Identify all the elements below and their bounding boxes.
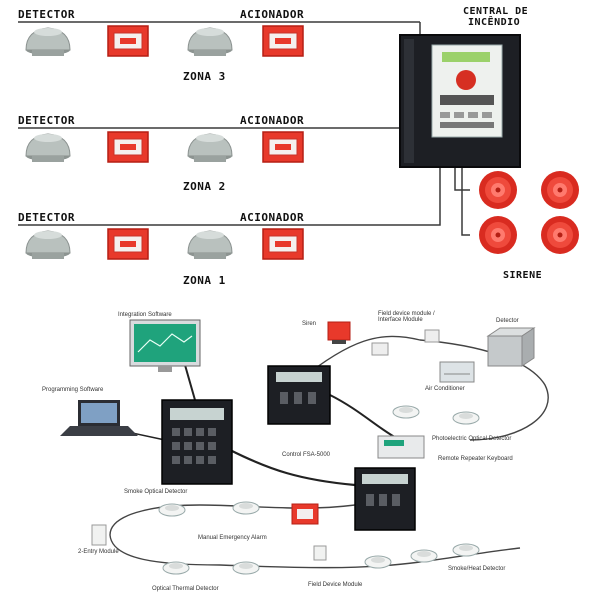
siren-1	[479, 171, 517, 209]
callpoint-zone3-a	[107, 25, 149, 57]
detector-zone1-b	[187, 230, 233, 259]
programming-software-label: Programming Software	[42, 387, 104, 393]
remote-keyboard-label: Remote Repeater Keyboard	[438, 456, 513, 462]
callpoint-zone3-b	[262, 25, 304, 57]
control-panel-left	[161, 399, 233, 485]
panel-link-cable	[229, 449, 356, 487]
central-label-line1: CENTRAL DE	[463, 6, 529, 17]
beacon-siren	[327, 321, 351, 344]
smoke-detector-2	[232, 501, 260, 515]
siren-wire-upper	[454, 168, 470, 191]
siren-wire-lower	[461, 168, 470, 236]
panel-to-keyboard-cable	[329, 394, 401, 441]
siren-2	[541, 171, 579, 209]
zone2-label: ZONA 2	[183, 180, 226, 193]
detector-right-label: Detector	[496, 318, 519, 324]
optical-detector-upper	[392, 405, 420, 419]
central-panel	[399, 34, 521, 168]
field-device-module-label: Field Device Module	[308, 582, 363, 588]
detector-label-zone2: DETECTOR	[18, 114, 75, 127]
callpoint-zone2-a	[107, 131, 149, 163]
smoke-detector-1	[158, 503, 186, 517]
thermal-detector-1	[162, 561, 190, 575]
control-panel-label: Control FSA-5000	[282, 452, 331, 458]
control-panel-right	[354, 467, 416, 531]
remote-keyboard	[377, 435, 425, 459]
thermal-detector-label: Optical Thermal Detector	[152, 586, 219, 592]
detector-zone1-a	[25, 230, 71, 259]
air-conditioner	[439, 361, 475, 383]
optical-detector-right	[452, 411, 480, 425]
smoke-heat-detector	[452, 543, 480, 557]
central-label-line2: INCÊNDIO	[468, 17, 521, 28]
input-module	[91, 524, 327, 561]
bus-to-panel-zone1	[420, 168, 441, 226]
photoelectric-detector-label: Photoelectric Optical Detector	[432, 436, 512, 442]
siren-3	[479, 216, 517, 254]
callpoint-zone1-b	[262, 228, 304, 260]
acionador-label-zone1: ACIONADOR	[240, 211, 305, 224]
detector-label-zone3: DETECTOR	[18, 8, 75, 21]
integration-monitor	[129, 319, 201, 372]
zone3-label: ZONA 3	[183, 70, 226, 83]
siren-label: Siren	[302, 321, 317, 327]
field-detector-2	[410, 549, 438, 563]
integration-software-label: Integration Software	[118, 312, 172, 318]
control-panel-center	[267, 365, 331, 425]
acionador-label-zone2: ACIONADOR	[240, 114, 305, 127]
air-conditioner-label: Air Conditioner	[425, 386, 465, 392]
manual-pull-label: Manual Emergency Alarm	[198, 535, 267, 541]
detector-label-zone1: DETECTOR	[18, 211, 75, 224]
programming-laptop	[60, 400, 138, 436]
input-module-label: 2-Entry Module	[78, 549, 119, 555]
smoke-detector-label: Smoke Optical Detector	[124, 489, 188, 495]
callpoint-zone1-a	[107, 228, 149, 260]
callpoint-zone2-b	[262, 131, 304, 163]
sirene-label: SIRENE	[503, 270, 543, 281]
interface-module	[371, 329, 440, 356]
detector-zone3-a	[25, 27, 71, 56]
detector-box-right	[486, 327, 536, 367]
smoke-heat-detector-label: Smoke/Heat Detector	[448, 566, 506, 572]
acionador-label-zone3: ACIONADOR	[240, 8, 305, 21]
integration-cable	[184, 364, 196, 401]
field-detector-1	[364, 555, 392, 569]
thermal-detector-2	[232, 561, 260, 575]
field-device-interface-label: Field device module / Interface Module	[378, 311, 435, 323]
zone1-label: ZONA 1	[183, 274, 226, 287]
detector-zone2-a	[25, 133, 71, 162]
detector-zone2-b	[187, 133, 233, 162]
manual-call-point-bottom	[291, 503, 319, 525]
siren-4	[541, 216, 579, 254]
detector-zone3-b	[187, 27, 233, 56]
